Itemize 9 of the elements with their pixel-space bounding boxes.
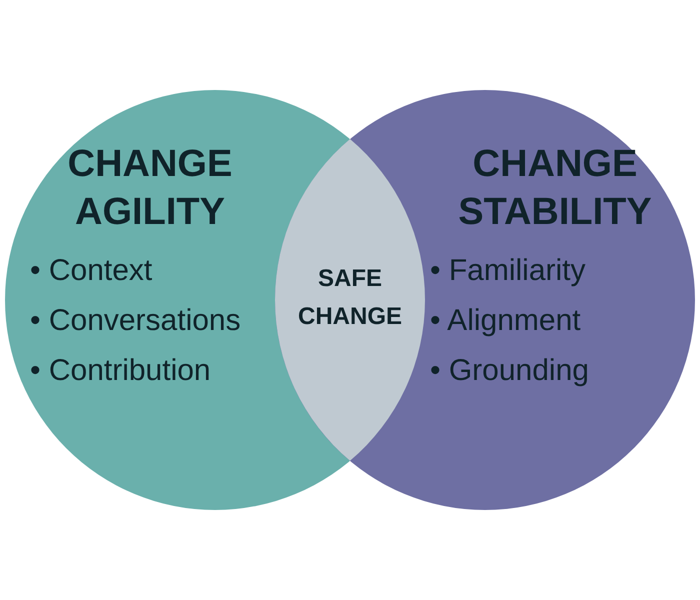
list-item: • Conversations (30, 303, 242, 339)
list-item: • Alignment (430, 303, 582, 339)
list-item: • Context (30, 253, 154, 289)
circle-heading: CHANGE AGILITY (66, 142, 234, 235)
overlap-label: SAFE CHANGE (297, 264, 403, 332)
list-item: • Contribution (30, 353, 212, 389)
list-item: • Familiarity (430, 253, 587, 289)
circle-heading: CHANGE STABILITY (457, 142, 653, 235)
list-item: • Grounding (430, 353, 590, 389)
